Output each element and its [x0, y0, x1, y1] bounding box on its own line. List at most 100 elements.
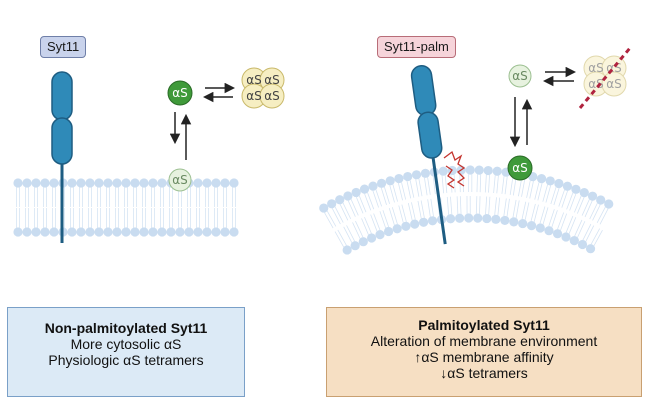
lipid-head	[157, 227, 167, 237]
lipid-head	[342, 245, 352, 255]
lipid-head	[193, 178, 203, 188]
lipid-head	[94, 178, 104, 188]
lipid-head	[536, 174, 547, 184]
lipid-head	[473, 213, 483, 223]
lipid-tail	[450, 196, 453, 215]
lipid-tail	[582, 223, 592, 241]
lipid-tail	[553, 187, 560, 206]
lipid-head	[220, 178, 230, 188]
lipid-tail	[545, 185, 552, 203]
lipid-tail	[334, 231, 345, 248]
lipid-tail	[364, 193, 372, 211]
alpha-syn-label: αS	[588, 77, 604, 91]
lipid-head	[366, 233, 377, 243]
lipid-tail	[551, 210, 558, 228]
lipid-tail	[375, 189, 383, 207]
caption-box-left: Non-palmitoylated Syt11 More cytosolic α…	[7, 307, 245, 397]
lipid-tail	[497, 197, 501, 216]
lipid-head	[148, 227, 158, 237]
alpha-syn-monomer-left: αS	[167, 80, 193, 106]
lipid-tail	[524, 202, 530, 221]
lipid-head	[420, 168, 431, 178]
lipid-head	[401, 221, 411, 231]
lipid-head	[571, 184, 581, 194]
lipid-head	[492, 166, 502, 176]
lipid-tail	[427, 199, 431, 218]
lipid-tail	[424, 177, 428, 196]
alpha-syn-cytosol-right: αS	[508, 64, 532, 88]
lipid-head	[587, 191, 598, 201]
lipid-head	[418, 217, 429, 227]
lipid-head	[49, 227, 59, 237]
lipid-head	[427, 216, 438, 226]
lipid-head	[220, 227, 230, 237]
lipid-head	[319, 203, 329, 213]
alpha-syn-label: αS	[512, 161, 528, 175]
lipid-tail	[420, 200, 425, 219]
alpha-syn-label: αS	[172, 173, 188, 187]
lipid-tail	[550, 186, 557, 205]
lipid-tail	[542, 207, 549, 225]
lipid-tail	[577, 196, 585, 214]
lipid-tail	[488, 196, 491, 215]
lipid-tail	[352, 222, 361, 239]
lipid-head	[375, 230, 385, 240]
lipid-head	[121, 227, 131, 237]
syt11-protein-left	[51, 71, 73, 243]
lipid-tail	[372, 190, 379, 208]
alpha-syn-label: αS	[588, 61, 604, 75]
lipid-tail	[417, 200, 422, 219]
lipid-tail	[415, 178, 420, 197]
lipid-tail	[370, 214, 378, 232]
lipid-tail	[364, 216, 372, 234]
lipid-tail	[380, 187, 387, 205]
alpha-syn-label: αS	[264, 73, 280, 87]
lipid-head	[327, 199, 337, 209]
lipid-tail	[493, 175, 496, 194]
alpha-syn-membrane-right: αS	[507, 155, 533, 181]
lipid-tail	[382, 210, 390, 228]
lipid-tail	[453, 174, 456, 193]
lipid-tail	[568, 217, 577, 235]
lipid-head	[139, 178, 149, 188]
lipid-head	[491, 214, 501, 224]
lipid-head	[350, 241, 360, 251]
lipid-tail	[456, 196, 459, 215]
lipid-head	[500, 215, 510, 226]
alpha-syn-label: αS	[246, 73, 262, 87]
lipid-tail	[585, 225, 595, 242]
lipid-tail	[560, 213, 568, 231]
lipid-head	[40, 178, 50, 188]
lipid-head	[552, 229, 563, 239]
lipid-head	[483, 165, 493, 176]
lipid-head	[49, 178, 59, 188]
lipid-tail	[584, 200, 593, 218]
lipid-tail	[509, 177, 514, 195]
lipid-head	[465, 165, 475, 175]
lipid-head	[211, 227, 221, 237]
lipid-tail	[355, 196, 364, 214]
lipid-tail	[409, 180, 415, 198]
lipid-tail	[337, 229, 347, 246]
lipid-head	[76, 178, 86, 188]
lipid-head	[193, 227, 203, 237]
caption-title: Palmitoylated Syt11	[418, 317, 550, 333]
lipid-tail	[427, 176, 431, 195]
lipid-head	[103, 178, 113, 188]
lipid-tail	[506, 198, 510, 217]
lipid-tail	[446, 196, 450, 215]
lipid-head	[445, 214, 456, 224]
lipid-tail	[350, 198, 359, 216]
lipid-tail	[485, 196, 488, 215]
lipid-head	[94, 227, 104, 237]
lipid-tail	[526, 180, 531, 198]
lipid-tail	[391, 207, 398, 225]
lipid-head	[229, 178, 239, 188]
lipid-tail	[548, 209, 555, 227]
lipid-tail	[459, 196, 462, 215]
lipid-head	[40, 227, 50, 237]
lipid-tail	[574, 195, 582, 213]
lipid-head	[394, 173, 404, 184]
caption-title: Non-palmitoylated Syt11	[44, 320, 208, 336]
